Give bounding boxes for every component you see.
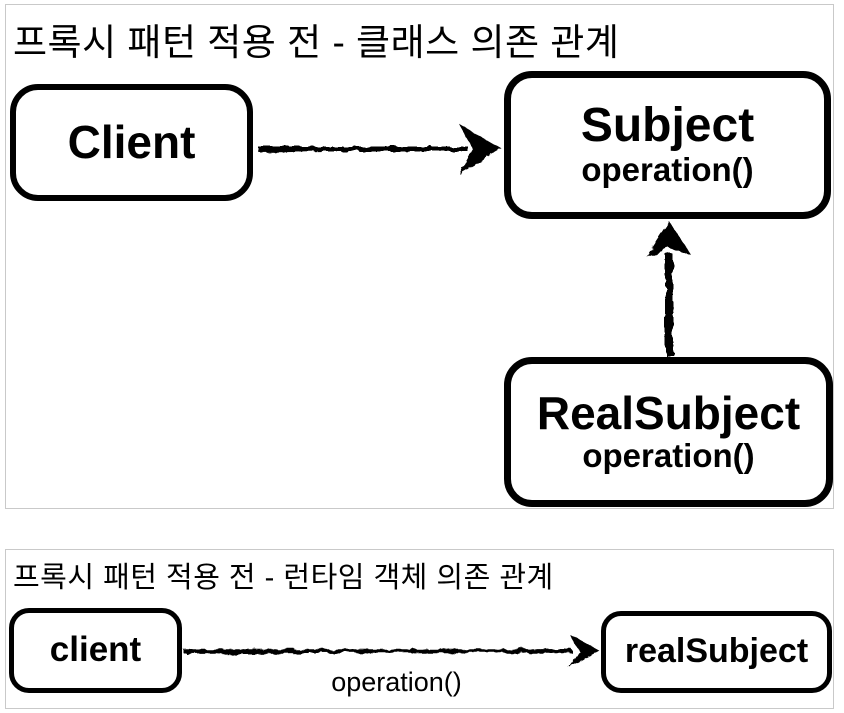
node-label: RealSubject [536,386,801,439]
node-method: operation() [581,151,754,189]
client-to-subject-arrow [258,124,502,174]
realsubject-node: RealSubject operation() [504,357,833,507]
client-to-realsubject-arrow [183,634,600,668]
client-object-node: client [9,608,182,693]
node-label: client [49,630,142,670]
node-label: realSubject [624,632,809,671]
node-method: operation() [582,437,755,475]
node-label: Client [67,116,196,169]
node-label: Subject [580,98,755,152]
runtime-dependency-panel: 프록시 패턴 적용 전 - 런타임 객체 의존 관계 client realSu… [5,549,834,709]
panel-title: 프록시 패턴 적용 전 - 런타임 객체 의존 관계 [13,562,554,594]
edge-label-operation: operation() [331,667,462,697]
client-node: Client [10,84,253,201]
realsubject-object-node: realSubject [601,611,832,693]
class-dependency-panel: 프록시 패턴 적용 전 - 클래스 의존 관계 Cli [5,4,834,509]
subject-node: Subject operation() [504,71,831,219]
panel-title: 프록시 패턴 적용 전 - 클래스 의존 관계 [13,22,620,63]
realsubject-to-subject-arrow [646,221,692,355]
